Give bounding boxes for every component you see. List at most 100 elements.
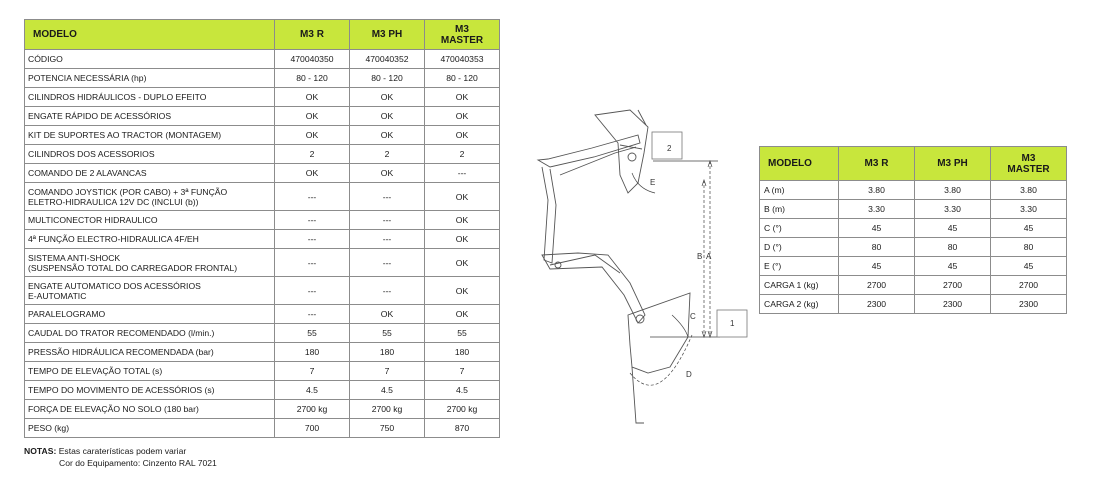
cell-m3r: ---: [274, 304, 350, 324]
load-box-1: [716, 309, 748, 338]
cell-m3r: 45: [838, 256, 915, 276]
cell-m3master: 4.5: [424, 380, 500, 400]
cell-m3master: 2700: [990, 275, 1067, 295]
cell-m3ph: 45: [914, 218, 991, 238]
row-label: A (m): [759, 180, 839, 200]
cell-m3r: ---: [274, 248, 350, 277]
row-label: C (°): [759, 218, 839, 238]
cell-m3master: OK: [424, 106, 500, 126]
cell-m3ph: OK: [349, 125, 425, 145]
cell-m3r: ---: [274, 210, 350, 230]
cell-m3master: 3.80: [990, 180, 1067, 200]
cell-m3master: 3.30: [990, 199, 1067, 219]
cell-m3master: 7: [424, 361, 500, 381]
label-d: D: [686, 370, 692, 379]
dimension-lines: [629, 159, 720, 386]
table-row: MULTICONECTOR HIDRAULICO------OK: [24, 210, 500, 230]
cell-m3ph: 80: [914, 237, 991, 257]
cell-m3r: 80: [838, 237, 915, 257]
cell-m3master: OK: [424, 210, 500, 230]
row-label: TEMPO DE ELEVAÇÃO TOTAL (s): [24, 361, 275, 381]
table-row: SISTEMA ANTI-SHOCK(SUSPENSÃO TOTAL DO CA…: [24, 248, 500, 277]
cell-m3ph: OK: [349, 106, 425, 126]
row-label: B (m): [759, 199, 839, 219]
header-m3master-line1: M3: [455, 23, 469, 35]
cell-m3r: 2700: [838, 275, 915, 295]
cell-m3ph: ---: [349, 276, 425, 305]
label-c: C: [690, 312, 696, 321]
cell-m3r: OK: [274, 87, 350, 107]
cell-m3master: 2: [424, 144, 500, 164]
loader-lowered: [541, 252, 691, 424]
cell-m3ph: 7: [349, 361, 425, 381]
cell-m3r: 55: [274, 323, 350, 343]
cell-m3r: 3.30: [838, 199, 915, 219]
row-label: CILINDROS DOS ACESSORIOS: [24, 144, 275, 164]
cell-m3ph: ---: [349, 182, 425, 211]
row-label: FORÇA DE ELEVAÇÃO NO SOLO (180 bar): [24, 399, 275, 419]
row-label: 4ª FUNÇÃO ELECTRO-HIDRAULICA 4F/EH: [24, 229, 275, 249]
cell-m3master: OK: [424, 125, 500, 145]
cell-m3r: OK: [274, 125, 350, 145]
notes-text-1: Estas caraterísticas podem variar: [58, 446, 187, 456]
table-row: 4ª FUNÇÃO ELECTRO-HIDRAULICA 4F/EH------…: [24, 229, 500, 249]
label-box-1: 1: [730, 319, 735, 328]
cell-m3master: OK: [424, 248, 500, 277]
cell-m3r: ---: [274, 182, 350, 211]
cell-m3master: 470040353: [424, 49, 500, 69]
row-label-line2: (SUSPENSÃO TOTAL DO CARREGADOR FRONTAL): [28, 262, 238, 273]
cell-m3master: 45: [990, 218, 1067, 238]
row-label: CILINDROS HIDRÁULICOS - DUPLO EFEITO: [24, 87, 275, 107]
row-label-line1: SISTEMA ANTI-SHOCK: [28, 252, 121, 263]
cell-m3master: 2300: [990, 294, 1067, 314]
cell-m3ph: ---: [349, 248, 425, 277]
cell-m3r: 3.80: [838, 180, 915, 200]
cell-m3ph: OK: [349, 163, 425, 183]
cell-m3r: 2700 kg: [274, 399, 350, 419]
cell-m3r: 470040350: [274, 49, 350, 69]
row-label: CARGA 1 (kg): [759, 275, 839, 295]
label-a: A: [706, 252, 712, 261]
row-label: PESO (kg): [24, 418, 275, 438]
row-label: TEMPO DO MOVIMENTO DE ACESSÓRIOS (s): [24, 380, 275, 400]
cell-m3master: 55: [424, 323, 500, 343]
row-label: SISTEMA ANTI-SHOCK(SUSPENSÃO TOTAL DO CA…: [24, 248, 275, 277]
cell-m3ph: OK: [349, 87, 425, 107]
cell-m3r: 2300: [838, 294, 915, 314]
cell-m3r: 2: [274, 144, 350, 164]
cell-m3ph: ---: [349, 210, 425, 230]
cell-m3master: 180: [424, 342, 500, 362]
header-m3r: M3 R: [838, 146, 915, 181]
row-label: CAUDAL DO TRATOR RECOMENDADO (l/min.): [24, 323, 275, 343]
header-m3r: M3 R: [274, 19, 350, 50]
cell-m3master: OK: [424, 229, 500, 249]
label-e: E: [650, 178, 655, 187]
load-box-2: [651, 131, 683, 160]
header-m3ph: M3 PH: [914, 146, 991, 181]
cell-m3ph: 80 - 120: [349, 68, 425, 88]
row-label: D (°): [759, 237, 839, 257]
label-b: B: [697, 252, 702, 261]
cell-m3r: 4.5: [274, 380, 350, 400]
cell-m3r: 45: [838, 218, 915, 238]
row-label-line1: ENGATE AUTOMATICO DOS ACESSÓRIOS: [28, 280, 201, 291]
